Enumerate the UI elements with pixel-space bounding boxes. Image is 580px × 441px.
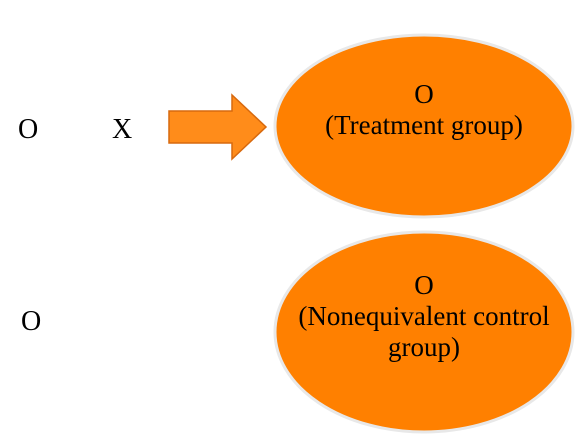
- control-group-label-line1: (Nonequivalent control: [298, 301, 550, 331]
- treatment-group-node: [273, 33, 575, 219]
- right-arrow-icon: [168, 93, 268, 161]
- treatment-posttest-observation: O: [414, 79, 434, 109]
- control-node-text: O (Nonequivalent control group): [274, 270, 574, 363]
- control-posttest-observation: O: [414, 270, 434, 300]
- intervention-label: X: [112, 114, 133, 145]
- control-group-label-line2: group): [388, 332, 460, 362]
- control-pretest-observation: O: [21, 306, 42, 337]
- treatment-group-label: (Treatment group): [325, 110, 523, 140]
- treatment-node-text: O (Treatment group): [290, 79, 558, 141]
- treatment-pretest-observation: O: [18, 114, 39, 145]
- control-group-node: [273, 230, 575, 434]
